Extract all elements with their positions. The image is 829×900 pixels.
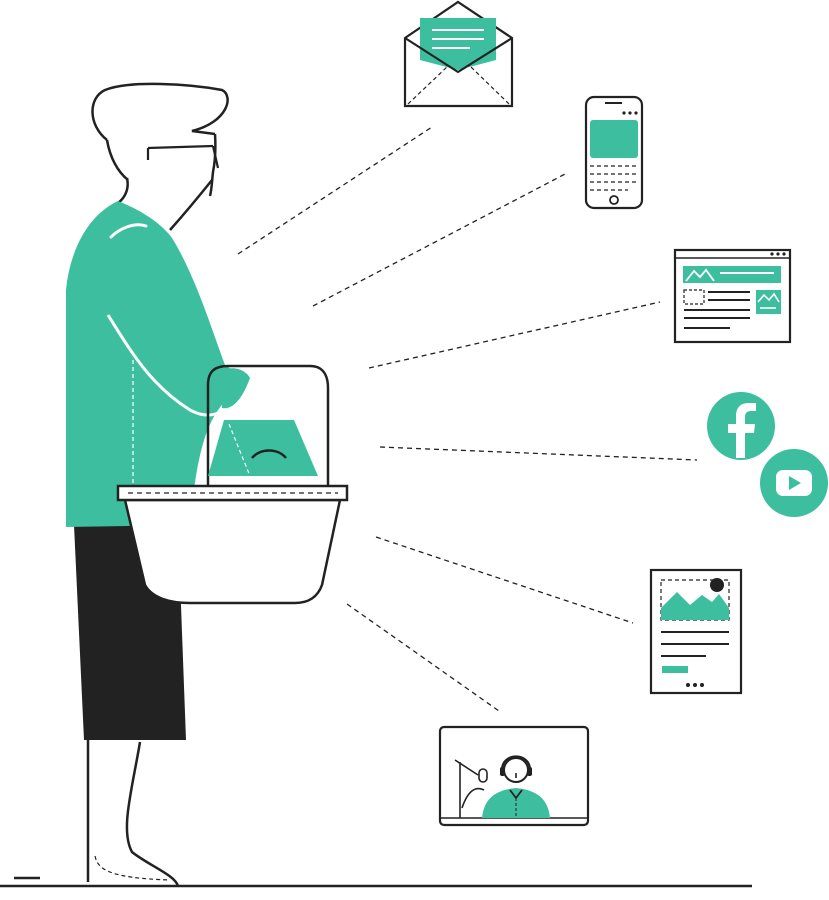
basket: [116, 364, 349, 605]
basket-rim: [116, 484, 349, 502]
torso: [66, 201, 248, 527]
facebook-icon: [707, 392, 775, 460]
hand: [222, 368, 250, 409]
line-to-video: [346, 603, 500, 712]
article-page-icon: [649, 568, 743, 695]
glasses: [146, 144, 220, 169]
line-to-phone: [312, 172, 568, 307]
line-to-article: [375, 536, 634, 624]
basket-handle: [206, 364, 330, 488]
ground-line: [0, 876, 752, 888]
shoulder-outline: [109, 223, 148, 239]
youtube-icon: [760, 449, 828, 517]
hair: [91, 82, 229, 141]
smartphone-icon: [584, 95, 644, 210]
line-to-social: [379, 446, 698, 461]
legs: [86, 740, 180, 887]
browser-window-icon: [673, 248, 792, 344]
basket-body: [123, 498, 342, 605]
envelope-icon: [403, 0, 514, 108]
connection-lines: [237, 126, 698, 712]
arm-outline: [106, 314, 236, 417]
face: [105, 133, 217, 197]
basket-item: [208, 420, 318, 476]
podcast-video-icon: [438, 725, 590, 827]
line-to-website: [368, 301, 661, 369]
line-to-email: [237, 126, 433, 255]
